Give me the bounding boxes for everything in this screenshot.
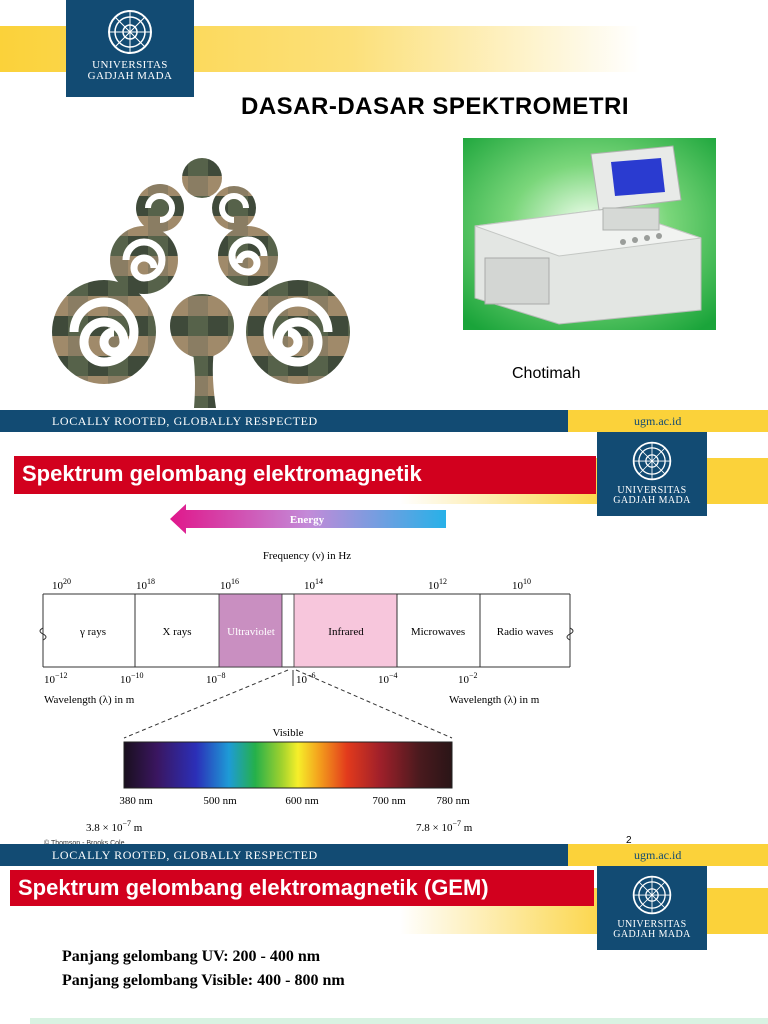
wl-tick: 10−8	[206, 671, 226, 686]
logo-wordmark: UNIVERSITAS GADJAH MADA	[87, 59, 173, 82]
zoom-line-left	[123, 669, 289, 739]
region-label: Microwaves	[411, 626, 465, 638]
footer-tagline: LOCALLY ROOTED, GLOBALLY RESPECTED	[52, 414, 318, 428]
wl-tick: 10−12	[44, 671, 68, 686]
ugm-logo: UNIVERSITAS GADJAH MADA	[597, 432, 707, 516]
footer-url[interactable]: ugm.ac.id	[568, 410, 768, 432]
visible-label: Visible	[272, 727, 303, 739]
photo-tree-illustration	[52, 158, 350, 408]
spectrum-band	[39, 593, 574, 668]
region-label: Ultraviolet	[227, 626, 275, 638]
footer-bar: LOCALLY ROOTED, GLOBALLY RESPECTED ugm.a…	[0, 410, 768, 432]
visible-tick: 500 nm	[203, 795, 237, 807]
freq-tick: 1016	[220, 577, 239, 592]
slide-title: Spektrum gelombang elektromagnetik (GEM)	[10, 870, 594, 906]
freq-tick: 1010	[512, 577, 531, 592]
ugm-logo: UNIVERSITAS GADJAH MADA	[597, 866, 707, 950]
title-slide: UNIVERSITAS GADJAH MADA DASAR-DASAR SPEK…	[0, 0, 768, 432]
freq-tick: 1014	[304, 577, 323, 592]
region-label: Radio waves	[497, 626, 554, 638]
visible-spectrum-bar	[123, 741, 453, 789]
visible-tick: 380 nm	[119, 795, 153, 807]
em-spectrum-diagram: Energy Frequency (ν) in Hz 1020 1018 101…	[39, 504, 574, 847]
energy-arrow	[170, 504, 446, 534]
visible-max-wavelength: 7.8 × 10−7 m	[416, 819, 473, 834]
frequency-ticks: 1020 1018 1016 1014 1012 1010	[52, 577, 531, 592]
frequency-axis-label: Frequency (ν) in Hz	[263, 550, 351, 562]
wl-tick: 10−2	[458, 671, 478, 686]
ugm-emblem-icon	[108, 10, 152, 54]
visible-ticks: 380 nm 500 nm 600 nm 700 nm 780 nm	[119, 795, 470, 807]
copyright-note: © Thomson - Brooks Cole	[44, 839, 125, 847]
wavelength-label-right: Wavelength (λ) in m	[449, 694, 540, 706]
visible-tick: 700 nm	[372, 795, 406, 807]
visible-wavelength-range: Panjang gelombang Visible: 400 - 800 nm	[62, 972, 345, 989]
footer-url[interactable]: ugm.ac.id	[568, 844, 768, 866]
visible-tick: 780 nm	[436, 795, 470, 807]
wavelength-ticks: 10−12 10−10 10−8 10−6 10−4 10−2	[44, 671, 478, 686]
author-name: Chotimah	[512, 365, 581, 382]
energy-label: Energy	[290, 514, 325, 526]
ugm-emblem-icon	[632, 441, 672, 481]
region-infrared	[293, 593, 398, 668]
logo-wordmark: UNIVERSITAS GADJAH MADA	[613, 919, 691, 940]
wl-tick: 10−6	[296, 671, 316, 686]
page-title: DASAR-DASAR SPEKTROMETRI	[241, 93, 630, 120]
logo-wordmark: UNIVERSITAS GADJAH MADA	[613, 485, 691, 506]
ugm-emblem-icon	[632, 875, 672, 915]
freq-tick: 1012	[428, 577, 447, 592]
region-label: γ rays	[79, 626, 106, 638]
freq-tick: 1020	[52, 577, 71, 592]
region-labels: γ rays X rays Ultraviolet Infrared Micro…	[79, 626, 553, 638]
zoom-line-right	[295, 669, 453, 739]
region-label: Infrared	[328, 626, 364, 638]
footer-bar: LOCALLY ROOTED, GLOBALLY RESPECTED ugm.a…	[0, 844, 768, 866]
spectrum-slide: Spektrum gelombang elektromagnetik UNIVE…	[0, 432, 768, 866]
ugm-logo: UNIVERSITAS GADJAH MADA	[66, 0, 194, 97]
page-number: 2	[626, 835, 632, 846]
region-ultraviolet	[218, 593, 283, 668]
region-label: X rays	[162, 626, 191, 638]
freq-tick: 1018	[136, 577, 155, 592]
gem-slide: Spektrum gelombang elektromagnetik (GEM)…	[0, 866, 768, 1024]
visible-min-wavelength: 3.8 × 10−7 m	[86, 819, 143, 834]
slide-title: Spektrum gelombang elektromagnetik	[14, 456, 596, 494]
uv-wavelength-range: Panjang gelombang UV: 200 - 400 nm	[62, 948, 321, 965]
spectrophotometer-image	[463, 138, 716, 330]
wavelength-label-left: Wavelength (λ) in m	[44, 694, 135, 706]
content-box-edge	[30, 1018, 768, 1024]
wl-tick: 10−10	[120, 671, 144, 686]
visible-tick: 600 nm	[285, 795, 319, 807]
footer-tagline: LOCALLY ROOTED, GLOBALLY RESPECTED	[52, 848, 318, 862]
wl-tick: 10−4	[378, 671, 398, 686]
